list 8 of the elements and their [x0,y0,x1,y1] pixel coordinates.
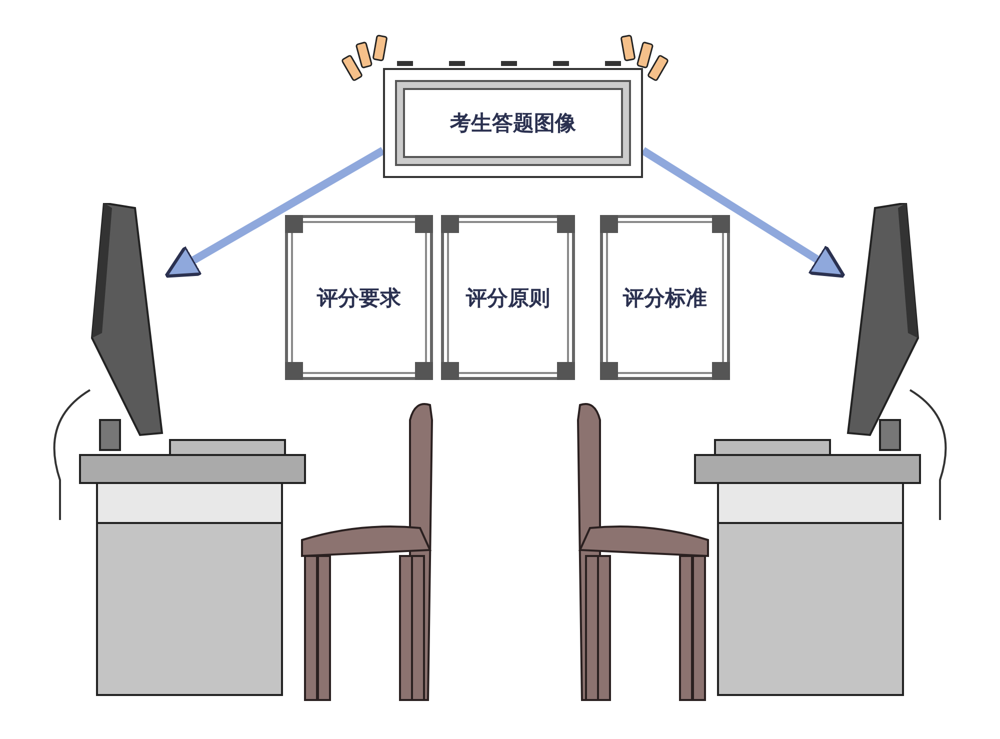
sign-board [600,215,730,380]
label-text: 评分要求 [317,284,401,312]
label-text: 考生答题图像 [450,110,576,137]
label-text: 评分原则 [466,284,550,312]
sign-board [285,215,433,380]
arrow [164,147,385,278]
label-text: 评分标准 [623,284,707,312]
sign-board [441,215,575,380]
